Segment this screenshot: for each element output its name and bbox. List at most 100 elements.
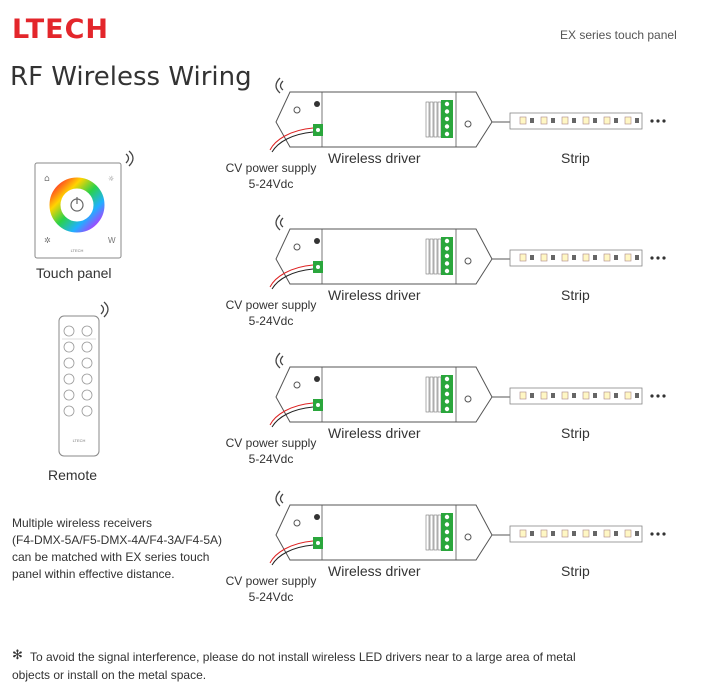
resistor: [551, 531, 555, 536]
power-wire: [269, 540, 314, 564]
driver-row-graphic: [269, 490, 666, 566]
led-chip: [582, 253, 590, 262]
vent: [425, 101, 430, 138]
wireless-driver-device: [275, 91, 493, 148]
led-chip: [603, 529, 611, 538]
wireless-signal-icon: [100, 301, 109, 318]
power-supply-type: CV power supply: [225, 298, 317, 312]
remote-button: [63, 357, 75, 369]
button-icon: [314, 376, 320, 382]
settings-icon: ✲: [44, 236, 51, 245]
remote-label: Remote: [48, 467, 98, 483]
continuation-dot: [656, 532, 660, 536]
touch-panel-corner-label: W: [108, 236, 116, 245]
button-icon: [314, 514, 320, 520]
power-supply-voltage: 5-24Vdc: [248, 590, 294, 604]
resistor: [635, 118, 639, 123]
driver-label: Wireless driver: [328, 150, 421, 166]
vent: [433, 238, 438, 275]
led-chip: [582, 116, 590, 125]
driver-label: Wireless driver: [328, 425, 421, 441]
resistor: [635, 393, 639, 398]
power-supply-type: CV power supply: [225, 161, 317, 175]
light-icon: ☼: [108, 175, 114, 183]
led-strip: [509, 387, 643, 405]
power-supply-label: CV power supply 5-24Vdc: [221, 160, 321, 192]
continuation-dot: [650, 119, 654, 123]
power-wire: [269, 402, 314, 426]
strip-label: Strip: [561, 563, 590, 579]
touch-panel-brand: LTECH: [71, 248, 84, 253]
vent: [425, 238, 430, 275]
vent: [429, 238, 434, 275]
power-supply-voltage: 5-24Vdc: [248, 452, 294, 466]
remote-button: [63, 341, 75, 353]
strip-label: Strip: [561, 287, 590, 303]
continuation-dot: [656, 119, 660, 123]
led-chip: [561, 253, 569, 262]
driver-row-graphic: [269, 352, 666, 428]
led-strip: [509, 525, 643, 543]
footnote-line: objects or install on the metal space.: [12, 668, 207, 682]
power-wire: [269, 264, 314, 288]
mount-hole: [464, 395, 472, 403]
vent: [425, 376, 430, 413]
remote-button: [63, 325, 75, 337]
led-chip: [603, 391, 611, 400]
resistor: [572, 118, 576, 123]
remote-button: [81, 357, 93, 369]
resistor: [530, 255, 534, 260]
power-supply-voltage: 5-24Vdc: [248, 177, 294, 191]
brand-logo: LTECH: [12, 14, 110, 45]
mount-hole: [293, 519, 301, 527]
remote-button: [63, 389, 75, 401]
led-chip: [561, 529, 569, 538]
resistor: [614, 255, 618, 260]
wireless-signal-icon: [275, 352, 284, 369]
remote-button: [63, 373, 75, 385]
vent: [429, 376, 434, 413]
resistor: [551, 393, 555, 398]
led-chip: [603, 253, 611, 262]
led-chip: [540, 529, 548, 538]
power-wire: [271, 544, 314, 566]
wireless-signal-icon: [275, 214, 284, 231]
vent: [433, 101, 438, 138]
power-supply-label: CV power supply 5-24Vdc: [221, 435, 321, 467]
vent: [425, 514, 430, 551]
led-chip: [603, 116, 611, 125]
driver-label: Wireless driver: [328, 563, 421, 579]
wireless-driver-device: [275, 504, 493, 561]
wireless-driver-device: [275, 366, 493, 423]
resistor: [593, 393, 597, 398]
vent: [433, 514, 438, 551]
compatibility-note: Multiple wireless receivers (F4-DMX-5A/F…: [12, 515, 262, 583]
wireless-signal-icon: [275, 490, 284, 507]
footnote: ✻ To avoid the signal interference, plea…: [12, 648, 702, 684]
remote-button: [81, 325, 93, 337]
led-chip: [582, 391, 590, 400]
led-chip: [624, 529, 632, 538]
asterisk-icon: ✻: [12, 648, 23, 663]
remote-button: [81, 389, 93, 401]
continuation-dot: [650, 256, 654, 260]
resistor: [614, 118, 618, 123]
led-chip: [540, 253, 548, 262]
resistor: [635, 255, 639, 260]
resistor: [572, 393, 576, 398]
continuation-dot: [656, 394, 660, 398]
resistor: [593, 531, 597, 536]
driver-row-graphic: [269, 77, 666, 153]
driver-row-graphic: [269, 214, 666, 290]
led-chip: [540, 391, 548, 400]
led-chip: [519, 529, 527, 538]
page-title: RF Wireless Wiring: [10, 62, 252, 92]
remote-device: LTECH: [58, 301, 109, 457]
power-wire: [271, 131, 314, 153]
power-supply-type: CV power supply: [225, 574, 317, 588]
resistor: [530, 531, 534, 536]
continuation-dot: [662, 119, 666, 123]
resistor: [593, 118, 597, 123]
power-wire: [269, 127, 314, 151]
